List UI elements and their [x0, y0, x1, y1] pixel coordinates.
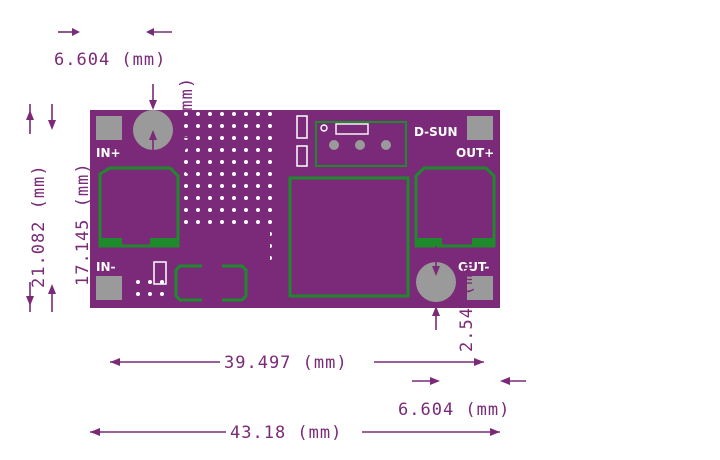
dim-bottom-hole-diameter: 2.54 (mm) — [432, 246, 477, 352]
diode — [174, 264, 248, 302]
smd-resistor-top-2 — [296, 145, 308, 167]
dim-hole-spacing-horizontal-text: 39.497 (mm) — [224, 353, 348, 373]
pad-out-plus — [467, 116, 493, 140]
dim-bottom-hole-diameter-text: 2.54 (mm) — [457, 251, 477, 352]
dim-hole-spacing-vertical: 17.145 (mm) — [48, 104, 93, 312]
dim-board-width: 43.18 (mm) — [90, 423, 500, 443]
via-grid-bottom — [132, 278, 168, 304]
via-grid-small — [270, 230, 280, 260]
output-capacitor — [414, 166, 496, 248]
inductor — [288, 176, 410, 298]
via-grid-left — [180, 112, 280, 224]
dim-bottom-hole-offset: 6.604 (mm) — [398, 377, 526, 420]
dim-top-hole-offset: 6.604 (mm) — [54, 28, 172, 70]
dim-board-width-text: 43.18 (mm) — [230, 423, 342, 443]
dim-top-hole-diameter-text: 2.54 (mm) — [177, 77, 197, 178]
dim-top-hole-offset-text: 6.604 (mm) — [54, 50, 166, 70]
smd-component-bottom — [153, 261, 167, 285]
label-out-plus: OUT+ — [456, 146, 494, 160]
dim-top-hole-diameter: 2.54 (mm) — [149, 77, 197, 178]
smd-resistor-top — [296, 115, 308, 139]
label-in-plus: IN+ — [96, 146, 121, 160]
dim-board-height: 21.082 (mm) — [26, 104, 49, 312]
dim-bottom-hole-offset-text: 6.604 (mm) — [398, 400, 510, 420]
pad-in-plus — [96, 116, 122, 140]
potentiometer — [315, 121, 407, 167]
pad-out-minus — [467, 276, 493, 300]
dim-hole-spacing-vertical-text: 17.145 (mm) — [73, 162, 93, 286]
mounting-hole-bottom — [416, 262, 456, 302]
brand-label: D-SUN — [414, 125, 458, 139]
pcb-board: IN+ IN- OUT+ OUT- D-SUN — [90, 110, 500, 308]
label-in-minus: IN- — [96, 260, 116, 274]
label-out-minus: OUT- — [458, 260, 489, 274]
dim-board-height-text: 21.082 (mm) — [29, 164, 49, 288]
pad-in-minus — [96, 276, 122, 300]
dim-hole-spacing-horizontal: 39.497 (mm) — [110, 353, 484, 373]
input-capacitor — [98, 166, 180, 248]
